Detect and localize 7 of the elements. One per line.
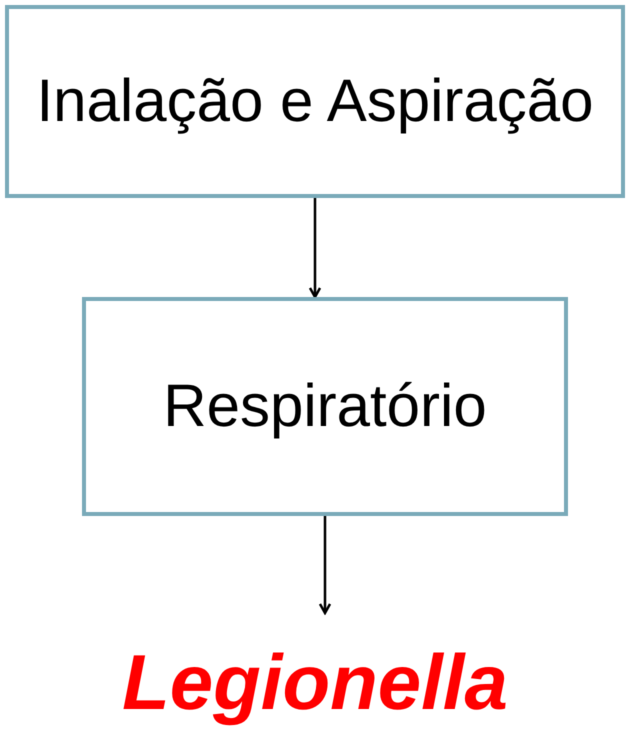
- arrow: [308, 198, 322, 298]
- arrow: [318, 516, 332, 614]
- box-label: Inalação e Aspiração: [36, 66, 594, 136]
- process-box: [5, 5, 625, 198]
- box-label: Respiratório: [163, 371, 487, 442]
- process-box: [82, 297, 568, 516]
- outcome-text: Legionella: [122, 637, 508, 728]
